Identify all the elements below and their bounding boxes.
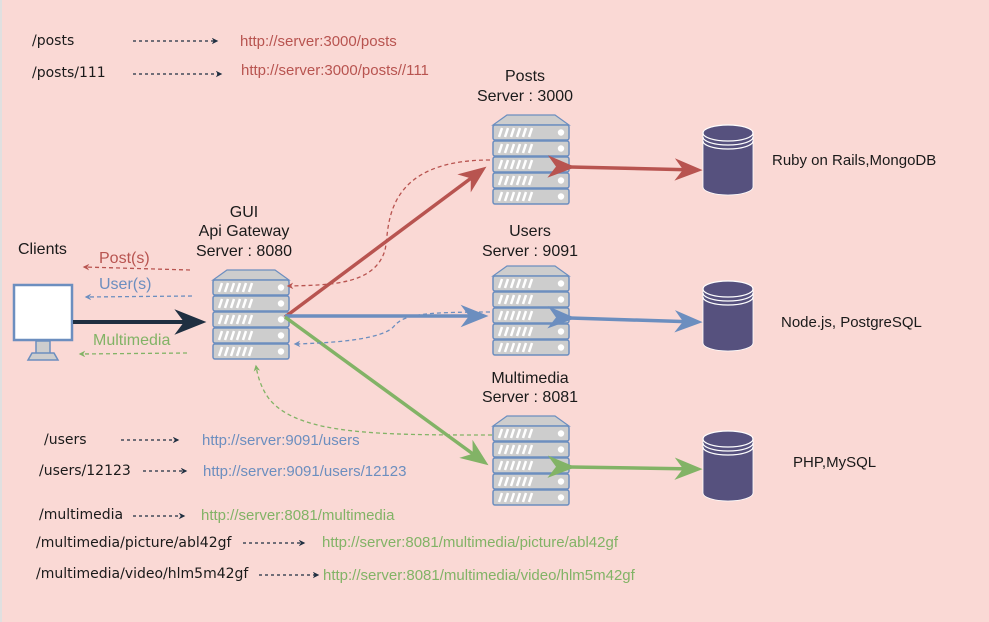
gateway-port: Server : 8080 [195,243,293,260]
gateway-to-posts-arrow [283,166,487,319]
route-path: /posts/111 [32,65,106,81]
posts-response-label: Post(s) [99,250,150,267]
clients-label: Clients [18,241,67,258]
gateway-to-multimedia-arrow [283,315,489,466]
multimedia-database-icon [702,430,754,502]
route-url: http://server:9091/users/12123 [203,463,407,480]
route-path: /users/12123 [39,463,131,479]
route-url: http://server:3000/posts//111 [241,62,429,79]
posts-database-icon [702,124,754,196]
canvas-left-edge [0,0,2,622]
multimedia-return-arrow [253,364,493,436]
users-response-label: User(s) [99,276,152,293]
route-path: /multimedia/picture/abl42gf [36,535,232,551]
route-url: http://server:8081/multimedia [201,507,395,524]
multimedia-response-label: Multimedia [93,332,171,349]
posts-db-link [547,155,703,181]
client-monitor-icon [12,283,74,361]
multimedia-stack-label: PHP,MySQL [793,454,877,471]
route-path: /users [44,432,87,448]
users-stack-label: Node.js, PostgreSQL [781,314,922,331]
users-response-arrow [84,293,193,301]
gateway-server-icon [213,270,289,359]
posts-service-port: Server : 3000 [476,88,574,105]
route-url: http://server:8081/multimedia/picture/ab… [322,534,618,551]
route-path: /multimedia/video/hlm5m42gf [36,566,249,582]
route-path: /multimedia [39,507,124,523]
multimedia-response-arrow [78,350,188,358]
multimedia-service-name: Multimedia [491,370,569,387]
users-service-port: Server : 9091 [481,243,579,260]
gateway-title: GUI [229,204,259,221]
multimedia-server-icon [493,416,569,505]
posts-server-icon [493,115,569,204]
posts-return-arrow [286,159,491,290]
users-service-name: Users [509,223,551,240]
posts-stack-label: Ruby on Rails,MongoDB [772,152,937,169]
users-return-arrow [293,311,491,348]
users-database-icon [702,280,754,352]
multimedia-db-link [547,455,703,480]
posts-service-name: Posts [504,68,546,85]
gateway-subtitle: Api Gateway [198,223,290,240]
users-server-icon [493,266,569,355]
route-url: http://server:3000/posts [240,33,397,50]
posts-response-arrow [82,263,191,271]
multimedia-service-port: Server : 8081 [481,389,579,406]
route-url: http://server:9091/users [202,432,360,449]
users-db-link [547,306,703,333]
route-url: http://server:8081/multimedia/video/hlm5… [323,567,635,584]
route-path: /posts [32,33,75,49]
